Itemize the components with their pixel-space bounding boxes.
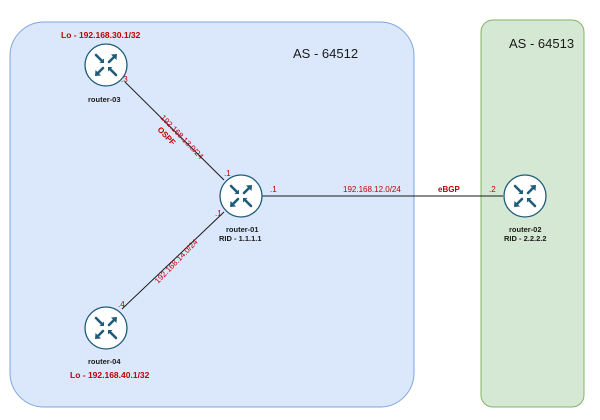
- as-64512-title: AS - 64512: [293, 46, 358, 61]
- link12-protocol-label: eBGP: [438, 185, 460, 194]
- link12-end-a: .1: [270, 185, 277, 194]
- link14-end-a: .4: [118, 300, 125, 309]
- as-64512-area: [9, 21, 415, 408]
- router-04-loopback: Lo - 192.168.40.1/32: [70, 370, 150, 380]
- router-01-node[interactable]: [219, 174, 263, 218]
- as-64513-title: AS - 64513: [509, 36, 574, 51]
- router-01-name: router-01: [226, 225, 259, 234]
- router-02-name: router-02: [509, 225, 542, 234]
- router-02-rid: RID - 2.2.2.2: [504, 234, 547, 243]
- link13-end-b: .1: [224, 169, 231, 178]
- router-02-node[interactable]: [503, 174, 547, 218]
- link12-end-b: .2: [489, 185, 496, 194]
- router-03-node[interactable]: [84, 43, 128, 87]
- router-01-rid: RID - 1.1.1.1: [219, 234, 262, 243]
- router-04-name: router-04: [88, 357, 121, 366]
- router-03-loopback: Lo - 192.168.30.1/32: [61, 30, 141, 40]
- link14-end-b: .1: [215, 209, 222, 218]
- link-router04-router01: [121, 211, 225, 310]
- router-04-node[interactable]: [84, 306, 128, 350]
- link12-subnet-label: 192.168.12.0/24: [343, 185, 401, 194]
- link-router03-router01: [124, 81, 225, 181]
- link13-end-a: .3: [121, 75, 128, 84]
- router-03-name: router-03: [88, 95, 121, 104]
